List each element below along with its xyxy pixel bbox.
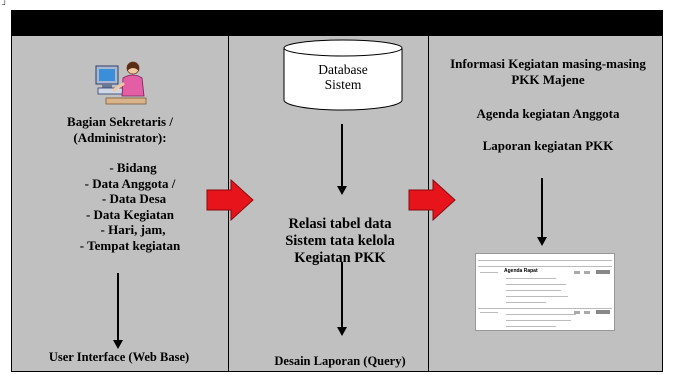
report-thumbnail: Agenda Rapat <box>475 253 615 331</box>
relation-label-line2: Sistem tata kelola <box>285 233 395 249</box>
thumbnail-button <box>596 310 610 314</box>
data-list-item: - Tempat kegiatan <box>79 237 181 253</box>
thumbnail-button <box>596 270 610 274</box>
thumbnail-rule <box>506 296 568 297</box>
relation-label-line1: Relasi tabel data <box>288 216 392 232</box>
laporan-label: Laporan kegiatan PKK <box>482 138 614 153</box>
report-arrow-head <box>537 237 547 246</box>
thumbnail-title: Agenda Rapat <box>504 268 538 274</box>
user-interface-label: User Interface (Web Base) <box>48 350 190 364</box>
agenda-label: Agenda kegiatan Anggota <box>476 106 620 121</box>
database-label: Database Sistem <box>282 62 404 92</box>
flow-arrow-right-icon <box>206 178 254 222</box>
data-list-item: - Hari, jam, <box>100 222 166 237</box>
query-arrow-head <box>337 327 347 336</box>
thumbnail-marker <box>584 311 590 314</box>
thumbnail-marker <box>574 271 580 274</box>
database-arrow-shaft <box>341 124 343 187</box>
query-design-label: Desain Laporan (Query) <box>274 354 406 368</box>
thumbnail-rule <box>506 326 556 327</box>
thumbnail-marker <box>574 311 580 314</box>
administrator-title: Bagian Sekretaris / (Administrator): <box>30 114 210 146</box>
info-title-line1: Informasi Kegiatan masing-masing <box>450 56 646 71</box>
thumbnail-rule <box>506 278 556 279</box>
corner-mark: ┘ <box>2 0 8 9</box>
data-list-item: - Bidang <box>109 160 157 175</box>
left-arrow-head <box>113 340 123 349</box>
data-list-item: - Data Kegiatan <box>85 206 175 222</box>
report-arrow-shaft <box>541 178 543 238</box>
query-arrow-shaft <box>341 262 343 328</box>
administrator-data-list: - Bidang - Data Anggota / - Data Desa - … <box>50 160 210 253</box>
database-icon <box>283 39 403 111</box>
thumbnail-rule <box>506 314 576 315</box>
thumbnail-rule <box>506 290 561 291</box>
info-title: Informasi Kegiatan masing-masing PKK Maj… <box>430 56 666 88</box>
thumbnail-rule <box>480 272 498 273</box>
thumbnail-rule <box>506 302 546 303</box>
left-arrow-shaft <box>117 273 119 341</box>
thumbnail-rule <box>480 312 498 313</box>
administrator-computer-icon <box>95 61 147 105</box>
relation-label-line3: Kegiatan PKK <box>294 250 386 266</box>
thumbnail-rule <box>478 308 612 309</box>
administrator-title-line1: Bagian Sekretaris / <box>67 114 173 129</box>
administrator-title-line2: (Administrator): <box>73 130 167 145</box>
header-bar <box>12 11 662 36</box>
database-arrow-head <box>337 186 347 195</box>
database-label-line1: Database <box>318 62 368 77</box>
data-list-item: - Data Desa <box>101 191 167 206</box>
data-list-item: - Data Anggota / <box>84 175 176 191</box>
thumbnail-rule <box>478 260 612 261</box>
info-title-line2: PKK Majene <box>511 72 585 87</box>
database-label-line2: Sistem <box>324 77 362 92</box>
flow-arrow-right-icon <box>408 178 456 222</box>
thumbnail-marker <box>584 271 590 274</box>
thumbnail-rule <box>506 320 571 321</box>
thumbnail-rule <box>506 284 566 285</box>
thumbnail-rule <box>478 266 612 267</box>
relation-label: Relasi tabel data Sistem tata kelola Keg… <box>240 216 440 267</box>
